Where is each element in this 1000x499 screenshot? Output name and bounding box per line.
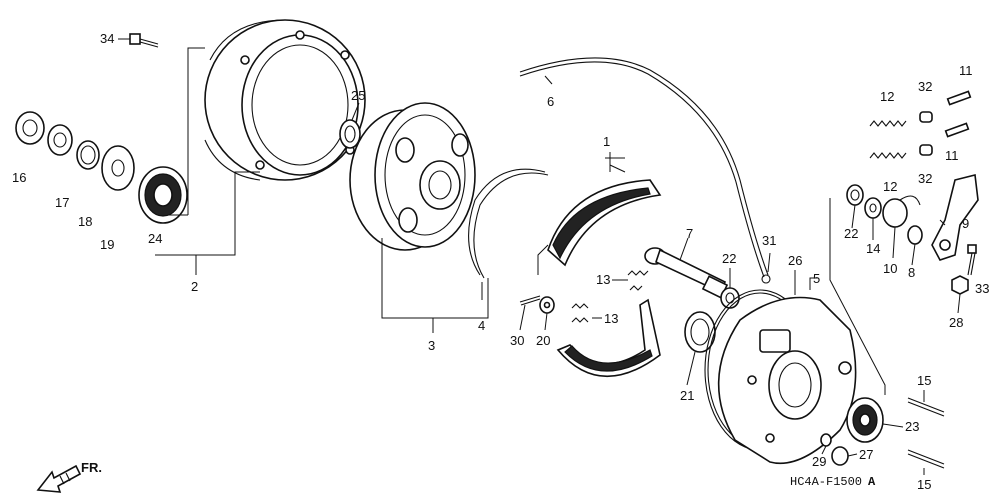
washer-29: [820, 433, 832, 447]
callout-21: 21: [680, 388, 694, 403]
forward-arrow-icon: [36, 464, 82, 493]
seal-22-right: [846, 184, 864, 206]
cable-clip-31: [761, 274, 771, 284]
callout-15-upper: 15: [917, 373, 931, 388]
o-ring-18: [76, 140, 100, 170]
drawing-code-suffix: A: [868, 475, 876, 489]
nut-27: [831, 446, 849, 466]
spring-12-upper: [869, 120, 907, 127]
callout-15-lower: 15: [917, 477, 931, 492]
callout-30: 30: [510, 333, 524, 348]
callout-27: 27: [859, 447, 873, 462]
callout-4: 4: [478, 318, 485, 333]
callout-13-upper: 13: [596, 272, 610, 287]
brake-panel-5: [717, 296, 857, 465]
callout-32-lower: 32: [918, 171, 932, 186]
bolt-34: [129, 33, 159, 48]
brake-arm-9: [931, 174, 979, 261]
callout-18: 18: [78, 214, 92, 229]
callout-3: 3: [428, 338, 435, 353]
nut-16: [15, 111, 45, 145]
spring-13-lower: [571, 303, 589, 323]
brake-cam-7: [644, 247, 729, 299]
callout-28: 28: [949, 315, 963, 330]
collar-32-upper: [919, 111, 933, 123]
callout-22-right: 22: [844, 226, 858, 241]
callout-5: 5: [813, 271, 820, 286]
stud-15-lower: [907, 449, 945, 469]
pin-11-lower: [944, 122, 970, 138]
cable-6: [519, 57, 769, 278]
callout-22-center: 22: [722, 251, 736, 266]
callout-1: 1: [603, 134, 610, 149]
callout-32-upper: 32: [918, 79, 932, 94]
bearing-24: [138, 166, 188, 224]
brake-drum-cover: [204, 19, 366, 181]
brake-shoe-lower: [556, 298, 661, 378]
callout-16: 16: [12, 170, 26, 185]
wire-spring-4: [468, 168, 549, 279]
callout-20: 20: [536, 333, 550, 348]
callout-33: 33: [975, 281, 989, 296]
brake-shoe-upper: [547, 179, 662, 267]
collar-32-lower: [919, 144, 933, 156]
spring-12-lower: [869, 152, 907, 159]
spring-13-upper: [627, 270, 649, 291]
pin-11-upper: [946, 90, 972, 106]
bearing-23: [846, 397, 884, 443]
callout-17: 17: [55, 195, 69, 210]
callout-9: 9: [962, 216, 969, 231]
washer-19: [101, 145, 135, 191]
callout-24: 24: [148, 231, 162, 246]
callout-11-lower: 11: [945, 148, 959, 163]
callout-labels: 1 2 3 4 5 6 7 8 9 10 11 11 12 12 13 13 1…: [12, 31, 989, 492]
callout-11-upper: 11: [959, 63, 973, 78]
forward-label: FR.: [81, 460, 102, 475]
return-spring-10: [882, 195, 921, 228]
bolt-33: [967, 244, 977, 276]
callout-19: 19: [100, 237, 114, 252]
washer-8: [907, 225, 923, 245]
callout-25: 25: [351, 88, 365, 103]
drawing-code-text: HC4A-F1500: [790, 475, 862, 489]
callout-7: 7: [686, 226, 693, 241]
callout-12-lower: 12: [883, 179, 897, 194]
callout-29: 29: [812, 454, 826, 469]
callout-12-upper: 12: [880, 89, 894, 104]
callout-6: 6: [547, 94, 554, 109]
callout-34: 34: [100, 31, 114, 46]
washer-20: [539, 296, 555, 314]
forward-direction-indicator: FR.: [36, 460, 102, 493]
callout-2: 2: [191, 279, 198, 294]
cotter-pin-30: [519, 295, 541, 306]
callout-10: 10: [883, 261, 897, 276]
stud-15-upper: [907, 397, 945, 417]
brake-drum: [349, 102, 476, 251]
drawing-code: HC4A-F1500 A: [790, 475, 876, 489]
callout-23: 23: [905, 419, 919, 434]
callout-26: 26: [788, 253, 802, 268]
nut-28: [951, 275, 969, 295]
callout-13-lower: 13: [604, 311, 618, 326]
leader-lines: [118, 38, 961, 475]
washer-14: [864, 197, 882, 219]
collar-17: [47, 124, 73, 156]
callout-8: 8: [908, 265, 915, 280]
callout-14: 14: [866, 241, 880, 256]
seal-25: [339, 119, 361, 149]
callout-31: 31: [762, 233, 776, 248]
